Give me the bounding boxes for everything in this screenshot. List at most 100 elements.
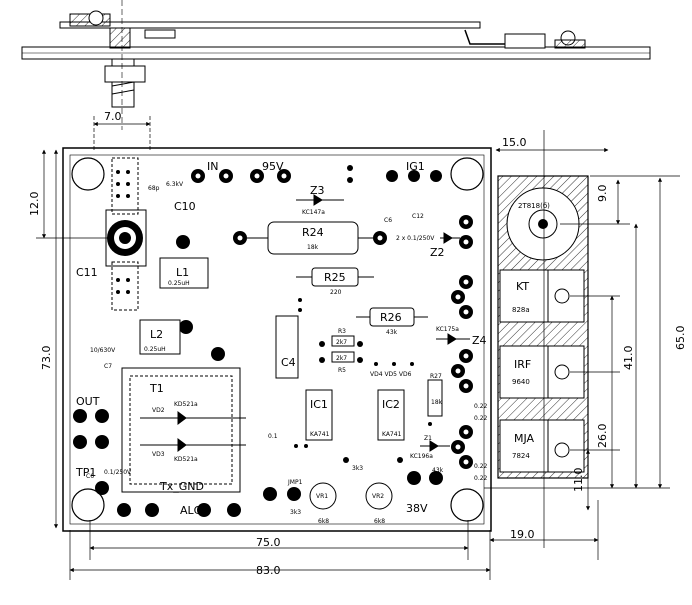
inductors bbox=[139, 257, 209, 355]
c022-label-c: 0.22 bbox=[474, 463, 488, 470]
mount-hole bbox=[71, 157, 105, 191]
r3-label: R3 bbox=[338, 328, 346, 335]
mja-label: MJA bbox=[514, 432, 535, 445]
vd-row-label: VD4 VD5 VD6 bbox=[370, 371, 412, 378]
ic1-label: IC1 bbox=[310, 398, 328, 411]
z4-label: Z4 bbox=[472, 334, 487, 347]
z2-label: Z2 bbox=[430, 246, 445, 259]
r3-value: 2k7 bbox=[336, 339, 347, 346]
c6-top-label: C6 bbox=[384, 217, 392, 224]
dim-75: 75.0 bbox=[256, 536, 281, 549]
dim-26: 26.0 bbox=[596, 424, 609, 449]
ic2-label: IC2 bbox=[382, 398, 400, 411]
c68p-label: 68p bbox=[148, 185, 160, 192]
r27-label: R27 bbox=[430, 373, 442, 380]
ics bbox=[275, 315, 405, 441]
kt-num-label: 828a bbox=[512, 306, 530, 314]
pads-inner bbox=[195, 173, 469, 465]
kd521a-label-2: KD521a bbox=[174, 456, 198, 463]
z3-label: Z3 bbox=[310, 184, 325, 197]
trimpots bbox=[309, 482, 393, 510]
mount-hole bbox=[450, 488, 484, 522]
r27-value: 18k bbox=[431, 399, 443, 406]
c6-value: 0.1/250V bbox=[104, 469, 132, 476]
out-label: OUT bbox=[76, 395, 100, 408]
mount-hole bbox=[450, 157, 484, 191]
dim-19: 19.0 bbox=[510, 528, 535, 541]
c4-label: C4 bbox=[281, 356, 296, 369]
v38-label: 38V bbox=[406, 502, 428, 515]
c022-label-d: 0.22 bbox=[474, 475, 488, 482]
r24-value: 18k bbox=[307, 244, 319, 251]
ig1-label: IG1 bbox=[406, 160, 425, 173]
c63kv-label: 6.3kV bbox=[166, 181, 184, 188]
c7-value: 10/630V bbox=[90, 347, 116, 354]
k3k3-label: 3k3 bbox=[352, 465, 363, 472]
dim-73: 73.0 bbox=[40, 346, 53, 371]
side-view bbox=[21, 0, 651, 130]
ic2-part: KA741 bbox=[382, 431, 402, 438]
dim-7: 7.0 bbox=[104, 110, 122, 123]
kt-label: KT bbox=[516, 280, 529, 293]
ic1-part: KA741 bbox=[310, 431, 330, 438]
in-label: IN bbox=[207, 160, 218, 173]
c6-label: C6 bbox=[86, 473, 94, 480]
kc147a-label: KC147a bbox=[302, 209, 325, 216]
vr1-value: 6k8 bbox=[318, 518, 329, 525]
dim-9: 9.0 bbox=[596, 185, 609, 203]
r25-value: 220 bbox=[330, 289, 342, 296]
r26-value: 43k bbox=[386, 329, 398, 336]
kc196a-label: KC196a bbox=[410, 453, 433, 460]
r24-label: R24 bbox=[302, 226, 324, 239]
to-label: 2T818(б) bbox=[518, 202, 550, 210]
vr1-label: VR1 bbox=[316, 493, 328, 500]
c7-label: C7 bbox=[104, 363, 112, 370]
l1-label: L1 bbox=[176, 266, 189, 279]
heatsink: 2T818(б) KT 828a IRF 9640 MJA 7824 bbox=[497, 175, 589, 479]
l2-value: 0.25uH bbox=[144, 346, 166, 353]
transformer bbox=[121, 367, 246, 493]
dim-12: 12.0 bbox=[28, 192, 41, 217]
dim-11: 11.0 bbox=[572, 468, 585, 493]
tp1-label: TP1 bbox=[75, 466, 96, 479]
kd521a-label-1: KD521a bbox=[174, 401, 198, 408]
dim-83: 83.0 bbox=[256, 564, 281, 577]
mount-hole bbox=[71, 488, 105, 522]
dim-41: 41.0 bbox=[622, 346, 635, 371]
resistors bbox=[247, 221, 443, 417]
vr2-value: 6k8 bbox=[374, 518, 385, 525]
alc-label: ALC bbox=[180, 504, 202, 517]
z1-label: Z1 bbox=[424, 435, 432, 442]
kc175a-label: KC175a bbox=[436, 326, 459, 333]
c022-label-a: 0.22 bbox=[474, 403, 488, 410]
dim-15: 15.0 bbox=[502, 136, 527, 149]
k33-label: 3k3 bbox=[290, 509, 301, 516]
small-pads bbox=[116, 165, 432, 463]
irf-num-label: 9640 bbox=[512, 378, 530, 386]
irf-label: IRF bbox=[514, 358, 531, 371]
t1-label: T1 bbox=[149, 382, 164, 395]
l2-label: L2 bbox=[150, 328, 163, 341]
dimension-lines bbox=[36, 116, 680, 580]
r5-value: 2k7 bbox=[336, 355, 347, 362]
c10-label: C10 bbox=[174, 200, 196, 213]
c6v-label: 2 x 0.1/250V bbox=[396, 235, 435, 242]
c022-label-b: 0.22 bbox=[474, 415, 488, 422]
txgnd-label: Tx_GND bbox=[159, 480, 204, 493]
dim-65: 65.0 bbox=[674, 326, 687, 351]
r25-label: R25 bbox=[324, 271, 346, 284]
diodes bbox=[296, 194, 470, 452]
toroid bbox=[105, 157, 147, 311]
k43-label: 43k bbox=[432, 467, 444, 474]
mja-num-label: 7824 bbox=[512, 452, 530, 460]
l1-value: 0.25uH bbox=[168, 280, 190, 287]
vd3-label: VD3 bbox=[152, 451, 165, 458]
r26-label: R26 bbox=[380, 311, 402, 324]
jmp1-label: JMP1 bbox=[287, 479, 303, 486]
pads bbox=[73, 169, 473, 517]
vr2-label: VR2 bbox=[372, 493, 384, 500]
r5-label: R5 bbox=[338, 367, 346, 374]
c01-label: 0.1 bbox=[268, 433, 278, 440]
